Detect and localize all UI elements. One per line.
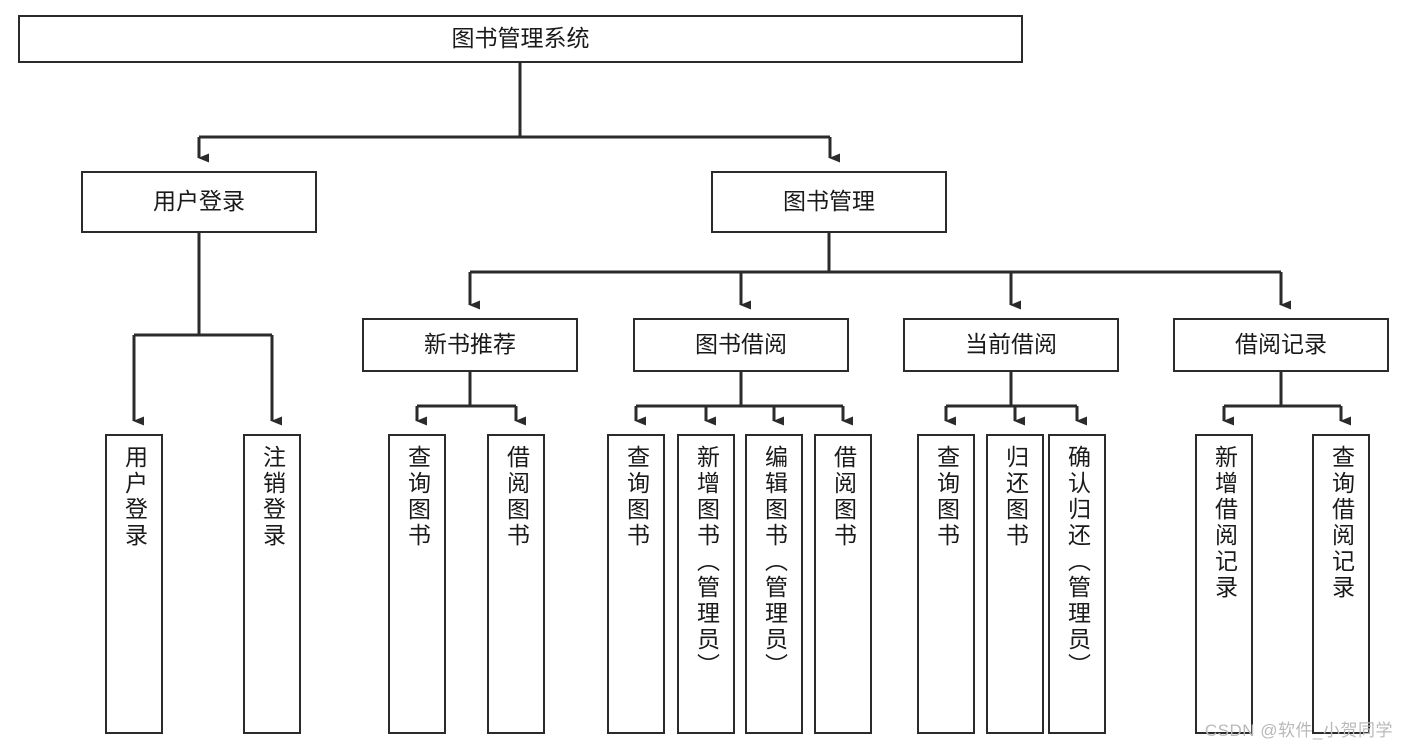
node-label: 确认归还（管理员） (1064, 445, 1091, 679)
node-leaf-add-record[interactable]: 新增借阅记录 (1195, 434, 1253, 734)
node-leaf-query-book-3[interactable]: 查询图书 (917, 434, 975, 734)
node-new-book-recommend[interactable]: 新书推荐 (362, 318, 578, 372)
node-current-borrow[interactable]: 当前借阅 (903, 318, 1119, 372)
node-label: 查询图书 (404, 445, 431, 549)
node-label: 归还图书 (1002, 445, 1029, 549)
node-label: 用户登录 (153, 188, 245, 215)
watermark-text: CSDN @软件_小贺同学 (1204, 721, 1393, 740)
node-leaf-user-logout[interactable]: 注销登录 (243, 434, 301, 734)
node-label: 编辑图书（管理员） (761, 445, 788, 679)
node-label: 用户登录 (121, 445, 148, 549)
node-leaf-return-book[interactable]: 归还图书 (986, 434, 1044, 734)
node-label: 图书借阅 (695, 331, 787, 358)
node-leaf-query-book-1[interactable]: 查询图书 (388, 434, 446, 734)
node-book-management[interactable]: 图书管理 (711, 171, 947, 233)
node-label: 借阅记录 (1235, 331, 1327, 358)
node-label: 新书推荐 (424, 331, 516, 358)
node-book-borrow[interactable]: 图书借阅 (633, 318, 849, 372)
node-label: 注销登录 (259, 445, 286, 549)
node-label: 当前借阅 (965, 331, 1057, 358)
node-root-system[interactable]: 图书管理系统 (18, 15, 1023, 63)
node-leaf-user-login[interactable]: 用户登录 (105, 434, 163, 734)
node-label: 新增图书（管理员） (693, 445, 720, 679)
node-leaf-borrow-book-2[interactable]: 借阅图书 (814, 434, 872, 734)
node-leaf-borrow-book-1[interactable]: 借阅图书 (487, 434, 545, 734)
node-label: 借阅图书 (830, 445, 857, 549)
node-label: 新增借阅记录 (1211, 445, 1238, 601)
node-leaf-query-record[interactable]: 查询借阅记录 (1312, 434, 1370, 734)
node-leaf-query-book-2[interactable]: 查询图书 (607, 434, 665, 734)
node-leaf-add-book[interactable]: 新增图书（管理员） (677, 434, 735, 734)
node-borrow-record[interactable]: 借阅记录 (1173, 318, 1389, 372)
node-label: 查询图书 (623, 445, 650, 549)
node-user-login[interactable]: 用户登录 (81, 171, 317, 233)
node-label: 图书管理系统 (451, 25, 590, 52)
node-label: 借阅图书 (503, 445, 530, 549)
node-label: 查询借阅记录 (1328, 445, 1355, 601)
node-label: 查询图书 (933, 445, 960, 549)
node-label: 图书管理 (783, 188, 875, 215)
node-leaf-confirm-return[interactable]: 确认归还（管理员） (1048, 434, 1106, 734)
node-leaf-edit-book[interactable]: 编辑图书（管理员） (745, 434, 803, 734)
